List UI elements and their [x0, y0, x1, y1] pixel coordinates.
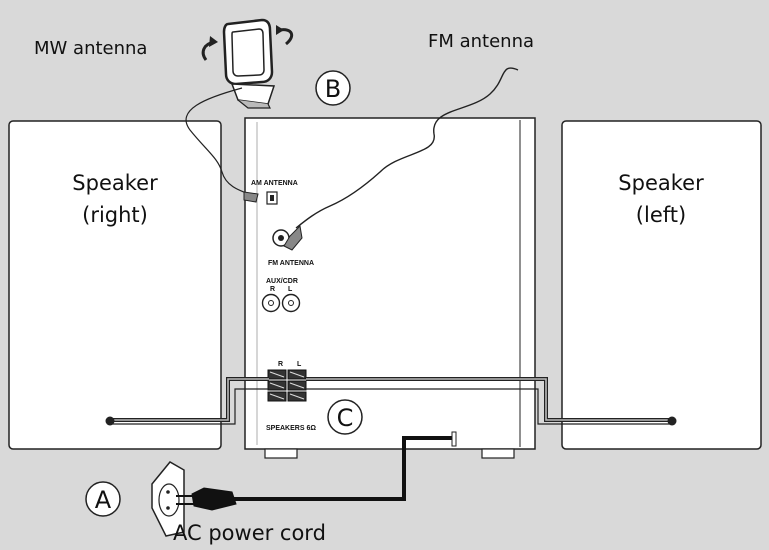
- marker-c-circle: [327, 399, 363, 435]
- speaker-wire-right: [110, 377, 269, 425]
- panel-spk-l-label: L: [297, 361, 302, 368]
- marker-a-circle: [85, 481, 121, 517]
- ac-plug: [191, 487, 237, 511]
- marker-b-circle: [315, 70, 351, 106]
- speaker-left-box: [561, 120, 762, 450]
- fm-antenna-socket-pin: [278, 235, 284, 241]
- aux-jack-r: [261, 293, 281, 313]
- panel-fm-antenna-label: FM ANTENNA: [268, 260, 314, 267]
- panel-aux-l-label: L: [288, 286, 293, 293]
- mw-antenna-label: MW antenna: [34, 38, 147, 59]
- panel-speakers-label: SPEAKERS 6Ω: [266, 425, 316, 432]
- speaker-right-label-line2: (right): [82, 203, 148, 227]
- wall-socket: [151, 461, 185, 537]
- speaker-right-label-line1: Speaker: [72, 171, 158, 195]
- mw-rotate-arrowhead-right: [276, 25, 284, 35]
- ac-inlet: [451, 431, 457, 447]
- speaker-left-label-line2: (left): [636, 203, 686, 227]
- panel-aux-cdr-label: AUX/CDR: [266, 278, 298, 285]
- speaker-left-label-line1: Speaker: [618, 171, 704, 195]
- panel-aux-r-label: R: [270, 286, 275, 293]
- ac-power-cord-label: AC power cord: [173, 521, 326, 545]
- panel-spk-r-label: R: [278, 361, 283, 368]
- mw-rotate-arrow-right: [279, 28, 294, 46]
- speaker-terminals: [267, 369, 307, 402]
- fm-antenna-wire: [295, 67, 519, 229]
- main-unit-foot-right: [481, 448, 515, 459]
- fm-antenna-label: FM antenna: [428, 31, 534, 52]
- main-unit-foot-left: [264, 448, 298, 459]
- speaker-wire-left: [306, 377, 672, 425]
- mw-rotate-arrowhead-left: [209, 36, 218, 47]
- fm-antenna-plug: [283, 224, 303, 251]
- marker-a: A: [95, 486, 112, 514]
- aux-jack-r-center: [268, 300, 274, 306]
- marker-b: B: [325, 75, 341, 103]
- aux-jack-l: [281, 293, 301, 313]
- ac-power-cord: [230, 436, 452, 501]
- speaker-right-box: [8, 120, 222, 450]
- aux-jack-l-center: [288, 300, 294, 306]
- panel-am-antenna-label: AM ANTENNA: [251, 180, 298, 187]
- speaker-right-terminal: [105, 416, 115, 426]
- mw-antenna-wire: [185, 87, 255, 197]
- speaker-left-terminal: [667, 416, 677, 426]
- mw-antenna: [222, 18, 276, 109]
- mw-antenna-plug: [243, 191, 259, 203]
- marker-c: C: [337, 404, 354, 432]
- am-antenna-socket-hole: [270, 195, 274, 201]
